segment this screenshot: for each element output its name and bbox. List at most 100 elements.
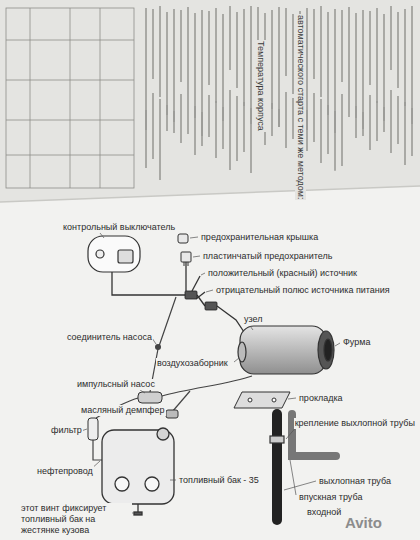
text-stroke bbox=[159, 6, 161, 97]
text-stroke bbox=[173, 9, 175, 133]
part-label: узел bbox=[243, 314, 263, 325]
text-stroke bbox=[376, 101, 378, 141]
text-stroke bbox=[404, 9, 406, 106]
part-label: входной bbox=[306, 507, 342, 518]
part-label: масляный демпфер bbox=[80, 405, 166, 416]
text-stroke bbox=[229, 6, 231, 70]
text-stroke bbox=[411, 108, 413, 156]
text-stroke bbox=[334, 111, 336, 171]
part-label: контрольный выключатель bbox=[62, 222, 176, 233]
part-label: воздухозаборник bbox=[156, 358, 229, 369]
text-stroke bbox=[397, 96, 399, 144]
text-stroke bbox=[362, 112, 364, 129]
gasket bbox=[234, 392, 290, 408]
part-label: пластинчатый предохранитель bbox=[202, 251, 333, 262]
part-label: нефтепровод bbox=[36, 466, 94, 477]
text-stroke bbox=[376, 8, 378, 103]
text-stroke bbox=[243, 9, 245, 106]
text-stroke bbox=[306, 110, 308, 151]
text-stroke bbox=[222, 14, 224, 121]
watermark: Avito bbox=[344, 514, 383, 531]
text-stroke bbox=[194, 106, 196, 155]
text-stroke bbox=[208, 11, 210, 85]
part-label: этот винт фиксирует топливный бак на жес… bbox=[20, 503, 132, 536]
text-stroke bbox=[320, 99, 322, 163]
table-grid bbox=[6, 8, 134, 188]
text-stroke bbox=[166, 105, 168, 131]
text-stroke bbox=[390, 6, 392, 70]
text-stroke bbox=[369, 95, 371, 150]
text-stroke bbox=[348, 7, 350, 100]
text-stroke bbox=[285, 8, 287, 76]
text-stroke bbox=[390, 90, 392, 153]
text-stroke bbox=[341, 94, 343, 166]
text-stroke bbox=[187, 100, 189, 134]
fuel-filter bbox=[88, 418, 98, 440]
text-stroke bbox=[327, 12, 329, 115]
manual-page-top bbox=[0, 0, 420, 202]
text-stroke bbox=[201, 112, 203, 146]
text-stroke bbox=[355, 13, 357, 118]
text-stroke bbox=[222, 107, 224, 149]
text-stroke bbox=[236, 12, 238, 88]
text-stroke bbox=[313, 93, 315, 142]
text-stroke bbox=[250, 6, 252, 124]
connectors bbox=[185, 291, 217, 310]
text-stroke bbox=[348, 100, 350, 117]
rotated-text-texture bbox=[146, 6, 412, 180]
part-label: Фурма bbox=[342, 337, 371, 348]
oil-damper bbox=[166, 410, 178, 418]
part-label: импульсный насос bbox=[76, 379, 156, 390]
text-stroke bbox=[362, 10, 364, 136]
text-stroke bbox=[145, 110, 147, 168]
text-stroke bbox=[313, 9, 315, 79]
exhaust-pipes bbox=[277, 414, 336, 520]
fuel-tank bbox=[102, 428, 174, 515]
text-stroke bbox=[369, 11, 371, 85]
text-stroke bbox=[383, 14, 385, 121]
part-label: предохранительная крышка bbox=[200, 232, 319, 243]
text-stroke bbox=[215, 8, 217, 103]
exhaust-bracket bbox=[270, 436, 284, 443]
text-stroke bbox=[152, 9, 154, 79]
text-stroke bbox=[194, 13, 196, 118]
text-stroke bbox=[320, 6, 322, 97]
text-stroke bbox=[166, 12, 168, 115]
text-stroke bbox=[341, 10, 343, 82]
text-stroke bbox=[180, 10, 182, 82]
text-stroke bbox=[215, 101, 217, 158]
part-label: топливный бак - 35 bbox=[178, 475, 260, 486]
text-stroke bbox=[271, 10, 273, 109]
text-stroke bbox=[250, 108, 252, 173]
controller bbox=[88, 236, 140, 272]
part-label: выхлопная труба bbox=[318, 476, 392, 487]
part-label: отрицательный полюс источника питания bbox=[215, 285, 391, 296]
text-stroke bbox=[355, 106, 357, 138]
text-stroke bbox=[397, 12, 399, 88]
part-label: крепление выхлопной трубы bbox=[294, 418, 416, 429]
heater-unit bbox=[238, 326, 334, 374]
part-label: фильтр bbox=[50, 425, 83, 436]
text-stroke bbox=[159, 99, 161, 180]
text-stroke bbox=[278, 109, 280, 127]
text-stroke bbox=[411, 6, 413, 124]
text-stroke bbox=[271, 103, 273, 136]
text-stroke bbox=[229, 90, 231, 170]
text-stroke bbox=[278, 7, 280, 127]
text-stroke bbox=[173, 111, 175, 122]
text-stroke bbox=[285, 92, 287, 148]
text-stroke bbox=[152, 93, 154, 159]
text-stroke bbox=[327, 105, 329, 154]
text-stroke bbox=[292, 14, 294, 94]
text-stroke bbox=[404, 102, 406, 165]
text-stroke bbox=[292, 98, 294, 139]
rotated-text: автоматического старта с теми же методом… bbox=[295, 14, 306, 200]
rotated-text: Температура корпуса bbox=[255, 40, 266, 132]
pump-connector bbox=[155, 344, 161, 350]
text-stroke bbox=[180, 94, 182, 143]
text-stroke bbox=[383, 107, 385, 132]
part-label: прокладка bbox=[298, 393, 344, 404]
part-label: положительный (красный) источник bbox=[207, 268, 358, 279]
text-stroke bbox=[187, 7, 189, 100]
text-stroke bbox=[236, 96, 238, 161]
